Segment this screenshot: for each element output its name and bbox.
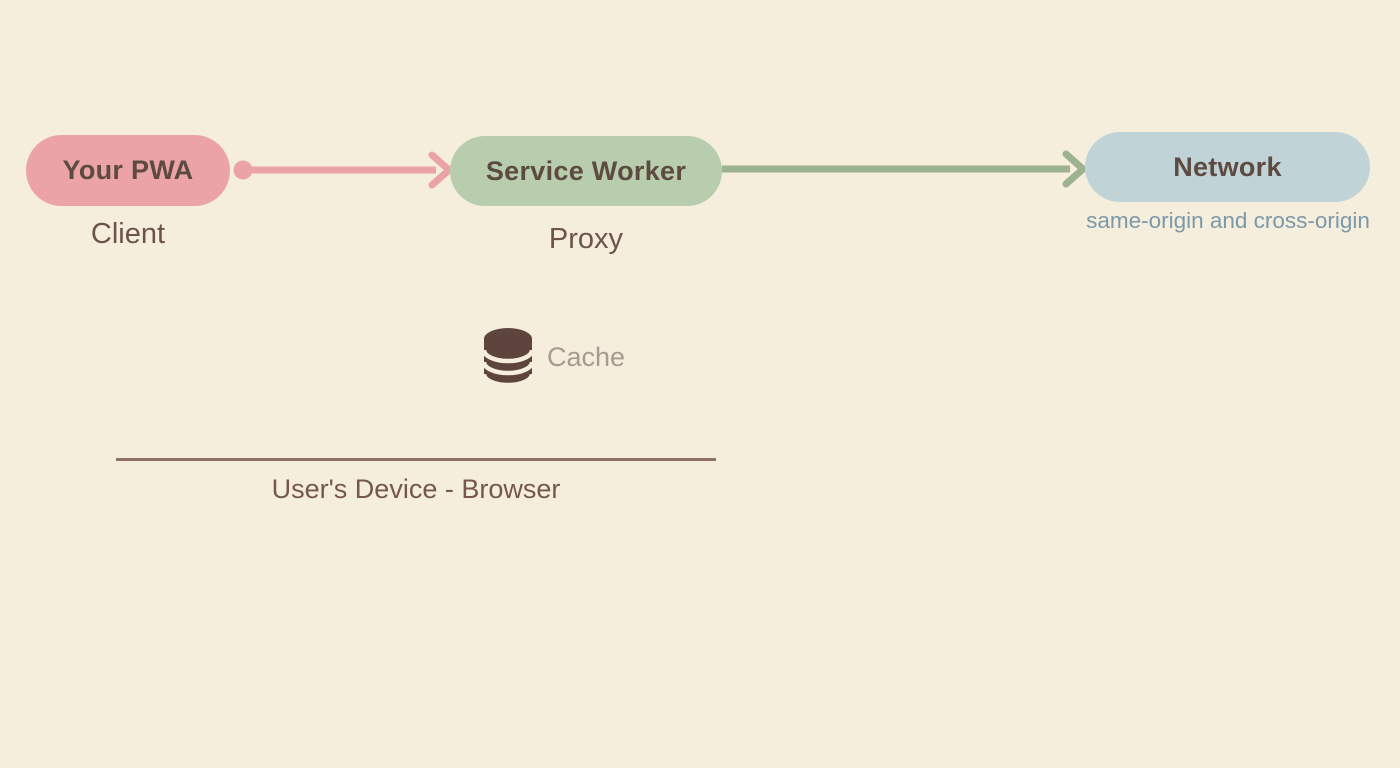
cache-label: Cache bbox=[547, 342, 626, 372]
edge-start-dot bbox=[233, 160, 253, 180]
node-service-worker-sublabel: Proxy bbox=[548, 223, 624, 255]
node-network: Network bbox=[1085, 132, 1370, 202]
device-boundary-label: User's Device - Browser bbox=[271, 474, 561, 504]
edge-service-worker-to-network bbox=[722, 150, 1087, 188]
node-your-pwa-label: Your PWA bbox=[62, 155, 194, 185]
arrowhead-icon bbox=[428, 151, 453, 189]
node-your-pwa-sublabel: Client bbox=[90, 218, 166, 250]
cache-node: Cache bbox=[483, 327, 625, 387]
node-service-worker: Service Worker bbox=[450, 136, 722, 206]
edge-pwa-to-service-worker bbox=[233, 151, 453, 189]
device-boundary-line bbox=[116, 458, 716, 461]
node-network-sublabel: same-origin and cross-origin bbox=[1086, 208, 1370, 233]
arrowhead-icon bbox=[1062, 150, 1087, 188]
database-icon bbox=[483, 328, 533, 387]
node-network-label: Network bbox=[1173, 151, 1282, 182]
node-your-pwa: Your PWA bbox=[26, 135, 230, 206]
node-service-worker-label: Service Worker bbox=[485, 155, 687, 186]
